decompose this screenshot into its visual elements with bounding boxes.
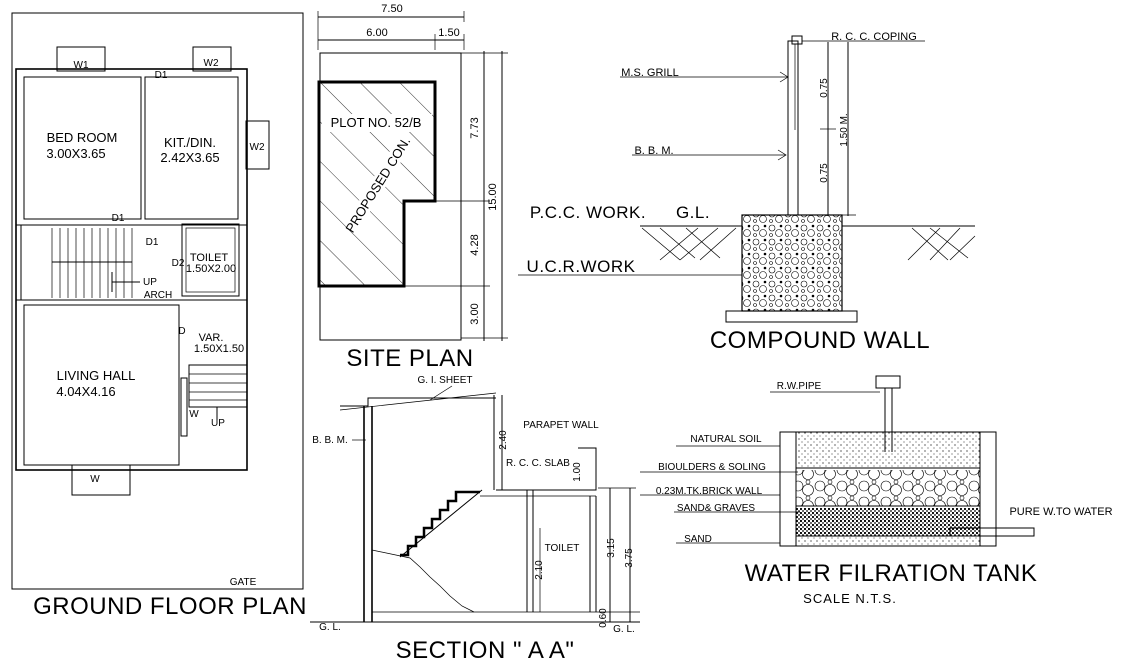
rcc-coping-label: R. C. C. COPING [831, 31, 917, 43]
site-plan-title: SITE PLAN [346, 345, 473, 372]
water-filtration-tank: R.W.PIPE NATURAL SOIL BIOULDERS & SOLING… [640, 375, 1113, 606]
pure-water-label: PURE W.TO WATER [1009, 506, 1112, 518]
section-aa: G. I. SHEET B. B. M. 2.40 PARAPET WALL R… [310, 375, 640, 664]
toilet-size: 1.50X2.00 [186, 263, 236, 275]
verandah-size: 1.50X1.50 [194, 343, 244, 355]
dim-150: 1.50 M. [839, 113, 850, 146]
scale-label: SCALE N.T.S. [803, 591, 897, 606]
sand-graves-label: SAND& GRAVES [677, 503, 755, 514]
dim-075-top: 0.75 [819, 78, 830, 98]
dim-075-bottom: 0.75 [819, 163, 830, 183]
window-w2-side-label: W2 [250, 142, 265, 153]
verandah-up-label: UP [211, 418, 225, 429]
site-dim-3-00: 3.00 [469, 303, 481, 324]
dim-2-10: 2.10 [534, 560, 545, 580]
parapet-wall-label: PARAPET WALL [523, 420, 599, 431]
site-dim-15-00: 15.00 [487, 183, 499, 211]
window-w-stair-label: W [189, 409, 199, 420]
living-hall-label: LIVING HALL [57, 368, 136, 383]
bedroom-label: BED ROOM [47, 130, 118, 145]
arch-label: ARCH [144, 290, 172, 301]
water-tank-title: WATER FILRATION TANK [745, 560, 1038, 587]
ground-floor-plan-title: GROUND FLOOR PLAN [33, 593, 307, 620]
site-plan: 7.50 6.00 1.50 7.73 15.00 4.28 3.00 PLOT… [317, 3, 508, 372]
stair-treads [51, 228, 140, 298]
bbm-label: B. B. M. [634, 145, 673, 157]
pcc-work-label: P.C.C. WORK. [530, 203, 646, 222]
gate-label: GATE [230, 577, 257, 588]
verandah-label: VAR. [199, 332, 224, 344]
section-bbm-label: B. B. M. [312, 435, 348, 446]
natural-soil-label: NATURAL SOIL [690, 434, 762, 445]
toilet-label: TOILET [190, 252, 229, 264]
section-gl-right: G. L. [613, 624, 635, 635]
ucr-work-label: U.C.R.WORK [527, 257, 636, 276]
gi-sheet-label: G. I. SHEET [417, 375, 472, 386]
rw-pipe-label: R.W.PIPE [777, 381, 822, 392]
site-dim-total: 7.50 [381, 3, 402, 15]
brick-wall-label: 0.23M.TK.BRICK WALL [656, 486, 763, 497]
site-dim-a: 6.00 [366, 27, 387, 39]
section-gl-left: G. L. [319, 622, 341, 633]
boulders-label: BIOULDERS & SOLING [658, 462, 766, 473]
door-d-label: D [178, 326, 185, 337]
door-d2-label: D2 [172, 258, 185, 269]
section-title: SECTION " A A" [396, 637, 575, 664]
ms-grill-label: M.S. GRILL [621, 67, 678, 79]
window-w-bottom-label: W [90, 474, 100, 485]
door-d1-left-label: D1 [146, 237, 159, 248]
window-w1-label: W1 [74, 60, 89, 71]
dim-2-40: 2.40 [498, 430, 509, 450]
dim-1-00: 1.00 [572, 462, 583, 482]
dim-0-60: 0.60 [598, 608, 609, 628]
kitchen-label: KIT./DIN. [164, 135, 216, 150]
ground-floor-plan: BED ROOM 3.00X3.65 KIT./DIN. 2.42X3.65 T… [11, 12, 307, 620]
dim-3-75: 3.75 [624, 548, 635, 568]
plot-number: PLOT NO. 52/B [331, 115, 422, 130]
ground-level-label: G.L. [676, 203, 710, 222]
site-dim-4-28: 4.28 [469, 234, 481, 255]
window-w2-top-label: W2 [204, 58, 219, 69]
door-d1-mid-label: D1 [112, 213, 125, 224]
site-dim-7-73: 7.73 [469, 117, 481, 138]
dim-3-15: 3.15 [606, 538, 617, 558]
rcc-slab-label: R. C. C. SLAB [506, 458, 570, 469]
kitchen-size: 2.42X3.65 [160, 150, 219, 165]
sand-label: SAND [684, 534, 712, 545]
bedroom-size: 3.00X3.65 [46, 146, 105, 161]
compound-wall-title: COMPOUND WALL [710, 327, 930, 354]
living-hall-size: 4.04X4.16 [56, 384, 115, 399]
stair-up-label: UP [143, 277, 157, 288]
site-dim-b: 1.50 [438, 27, 459, 39]
compound-wall: R. C. C. COPING M.S. GRILL B. B. M. P.C.… [518, 31, 976, 354]
section-toilet-label: TOILET [545, 543, 580, 554]
door-d1-top-label: D1 [155, 70, 168, 81]
